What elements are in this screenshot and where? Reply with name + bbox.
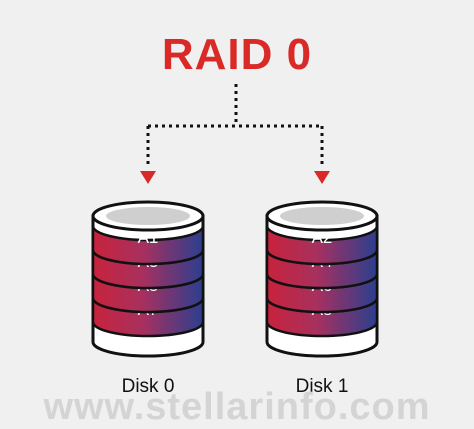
arrow-left-icon <box>140 171 156 184</box>
data-block-band <box>91 225 205 266</box>
disk-0-label: Disk 0 <box>121 376 175 397</box>
data-block-band <box>265 225 379 266</box>
disk-1: A8A6A4A2 <box>265 200 379 358</box>
arrow-right-icon <box>314 171 330 184</box>
data-block-label: A1 <box>138 228 159 247</box>
disk-top-inner <box>280 207 364 225</box>
data-block-label: A2 <box>312 228 333 247</box>
diagram-title: RAID 0 <box>161 30 313 79</box>
disk-top-inner <box>106 207 190 225</box>
disk-0: A7A5A3A1 <box>91 200 205 358</box>
watermark: www.stellarinfo.com <box>43 386 431 428</box>
disk-1-label: Disk 1 <box>295 376 349 397</box>
connector-lines <box>146 84 324 168</box>
